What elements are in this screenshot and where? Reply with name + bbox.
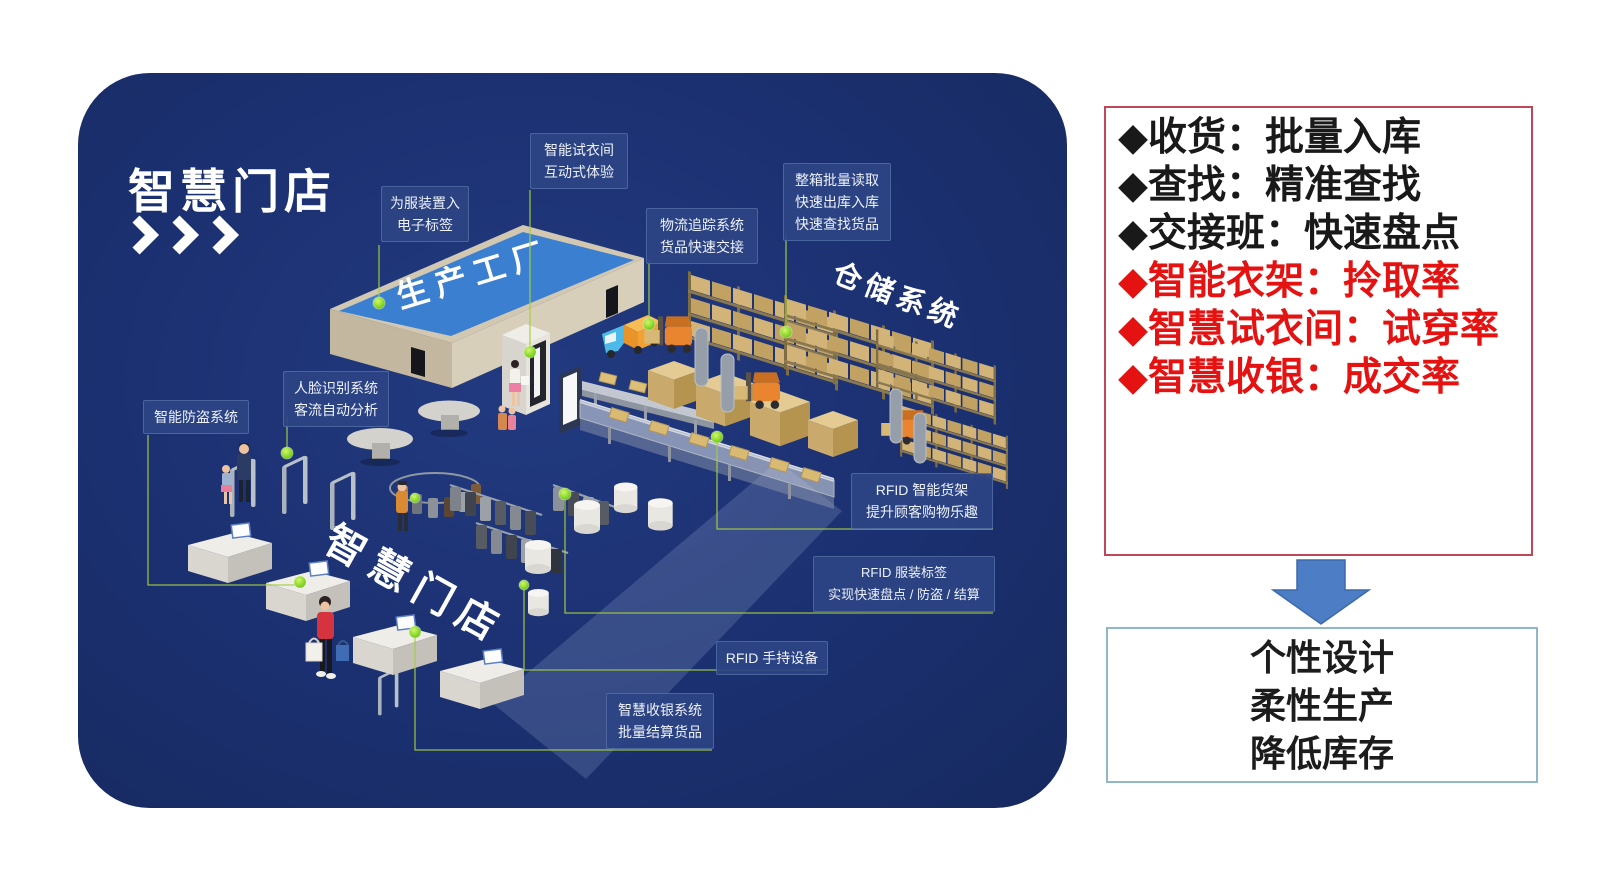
benefit-line: 个性设计	[1249, 637, 1394, 678]
label-tag-insert: 为服装置入 电子标签	[381, 186, 469, 242]
kpi-item: ◆收货：批量入库	[1118, 116, 1421, 159]
benefit-box: 个性设计 柔性生产 降低库存	[1106, 627, 1538, 783]
label-handheld: RFID 手持设备	[716, 641, 828, 675]
label-smart-shelf: RFID 智能货架 提升顾客购物乐趣	[851, 473, 993, 529]
factory-building: 生产工厂	[330, 225, 644, 388]
label-clothing-tag: RFID 服装标签 实现快速盘点 / 防盗 / 结算	[813, 556, 995, 612]
fitting-room-structure	[502, 324, 550, 415]
label-face-recognition: 人脸识别系统 客流自动分析	[283, 371, 389, 427]
walkway-light-band	[492, 461, 842, 779]
kpi-summary-box: ◆收货：批量入库 ◆查找：精准查找 ◆交接班：快速盘点 ◆智能衣架：拎取率 ◆智…	[1104, 106, 1533, 556]
benefit-line: 降低库存	[1249, 733, 1394, 774]
down-arrow-icon	[1266, 556, 1376, 635]
warehouse-caption: 仓储系统	[827, 255, 967, 336]
smart-store-panel: 生产工厂	[78, 73, 1067, 808]
label-batch-read: 整箱批量读取 快速出库入库 快速查找货品	[783, 163, 891, 241]
kpi-item: ◆查找：精准查找	[1118, 164, 1421, 207]
label-logistics: 物流追踪系统 货品快速交接	[646, 208, 758, 264]
sensor-dots	[280, 296, 793, 639]
label-anti-theft: 智能防盗系统	[143, 400, 249, 434]
kpi-item: ◆智慧试衣间：试穿率	[1118, 308, 1499, 351]
panel-title: 智慧门店	[128, 165, 336, 218]
conveyor-belts	[579, 371, 835, 509]
rfid-gate-pillars	[694, 327, 927, 464]
digital-kiosk	[559, 366, 581, 434]
label-fitting-room: 智能试衣间 互动式体验	[530, 133, 628, 189]
label-cashier: 智慧收银系统 批量结算货品	[606, 693, 714, 749]
people-figures	[221, 405, 516, 679]
kpi-item: ◆智能衣架：拎取率	[1118, 260, 1460, 303]
isometric-scene: 生产工厂	[147, 190, 1008, 779]
benefit-line: 柔性生产	[1249, 685, 1394, 726]
kpi-item: ◆智慧收银：成交率	[1118, 356, 1460, 399]
kpi-item: ◆交接班：快速盘点	[1118, 212, 1460, 255]
title-chevrons-icon	[130, 215, 260, 260]
